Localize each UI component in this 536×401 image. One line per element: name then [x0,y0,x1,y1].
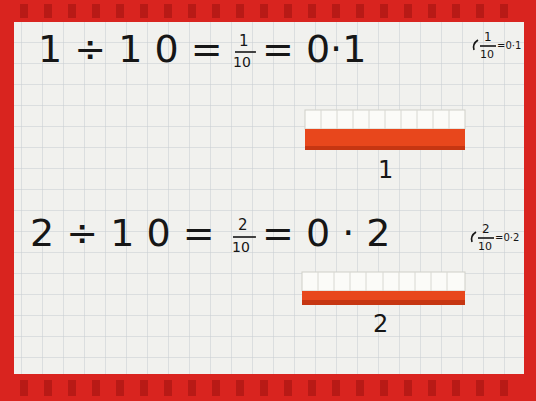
note-numerator: 2 [482,223,490,235]
fraction-bars [233,40,496,242]
equation-left: 1 ÷ 1 0 = [38,30,223,68]
fraction-denominator: 10 [232,240,250,254]
rod-label: 1 [378,158,393,182]
note-denominator: 10 [478,241,492,252]
board-grid [14,22,524,374]
rod-one [305,110,465,150]
note-denominator: 10 [480,49,494,60]
note-result: =0·2 [495,233,519,243]
rod-two [302,272,465,305]
rod-label: 2 [373,312,388,336]
equation-right: = 0·1 [262,30,366,68]
note-result: =0·1 [497,41,521,51]
equation-right: = 0 · 2 [262,214,391,252]
note-numerator: 1 [484,31,492,43]
board-surface [14,22,524,374]
fraction-numerator: 1 [239,34,249,49]
fraction-denominator: 10 [233,55,251,69]
equation-left: 2 ÷ 1 0 = [30,214,215,252]
fraction-numerator: 2 [238,218,248,233]
